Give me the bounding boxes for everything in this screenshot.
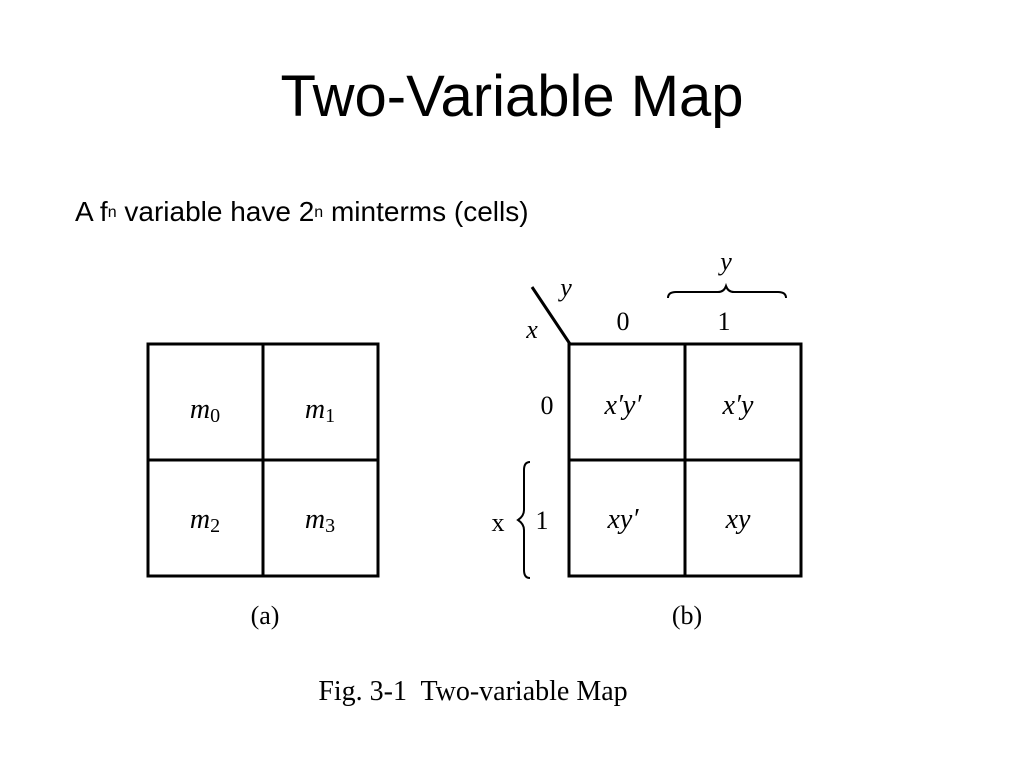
bullet-part-2: variable have 2 <box>116 196 315 227</box>
map-b-corner-col-var: y <box>557 273 572 302</box>
map-a: m0 m1 m2 m3 (a) <box>146 342 380 630</box>
map-a-cell-m2: m2 <box>190 504 220 537</box>
bullet-superscript-2: n <box>314 204 324 221</box>
map-b-col-brace <box>667 282 787 299</box>
map-a-cell-m3: m3 <box>305 504 335 537</box>
map-b-row-header-0: 0 <box>541 391 554 420</box>
map-b-col-brace-label: y <box>717 247 732 276</box>
map-b-label: (b) <box>672 601 702 630</box>
map-b-col-header-1: 1 <box>718 307 731 336</box>
map-b-corner-diagonal <box>530 286 572 345</box>
map-b-corner-row-var: x <box>525 315 538 344</box>
bullet-superscript-1: n <box>107 204 117 221</box>
map-b-cell-01: x′y <box>722 390 755 421</box>
map-b-col-header-0: 0 <box>617 307 630 336</box>
map-b-row-brace <box>516 461 531 579</box>
bullet-text: A fn variable have 2n minterms (cells) <box>75 193 529 231</box>
figure-caption: Fig. 3-1 Two-variable Map <box>318 676 627 707</box>
slide-title: Two-Variable Map <box>280 64 744 129</box>
bullet-part-1: A f <box>75 196 108 227</box>
map-a-cell-m0: m0 <box>190 394 220 427</box>
bullet-part-3: minterms (cells) <box>323 196 529 227</box>
map-b-cell-10: xy′ <box>607 504 640 535</box>
map-b-cell-11: xy <box>725 504 751 535</box>
map-b-cell-00: x′y′ <box>603 390 642 421</box>
map-b: y y x 0 1 0 1 x x′y′ x′y xy′ xy (b) <box>492 247 803 630</box>
map-a-label: (a) <box>251 601 280 630</box>
map-a-cell-m1: m1 <box>305 394 335 427</box>
map-b-row-header-1: 1 <box>536 506 549 535</box>
map-b-row-brace-label: x <box>492 508 505 537</box>
